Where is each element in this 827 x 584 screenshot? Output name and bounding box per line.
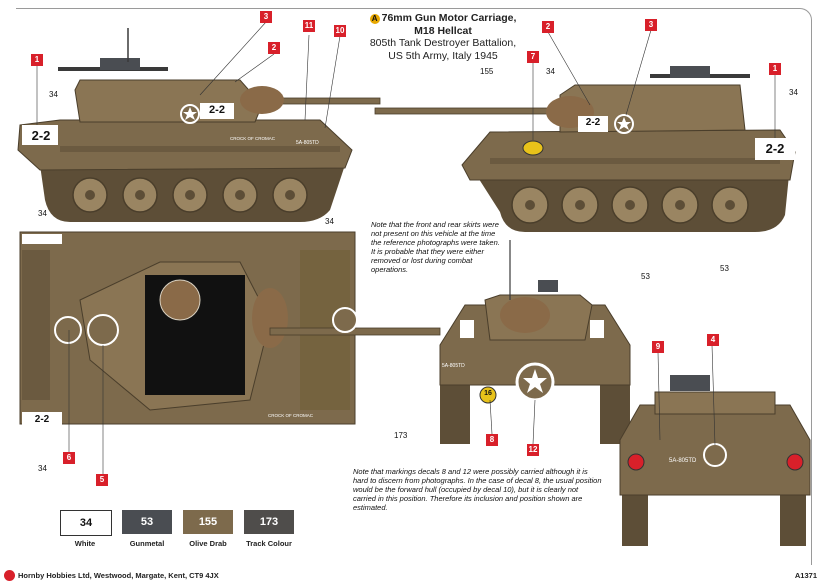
crest-name-top: CROCK OF CROMAC	[268, 413, 313, 418]
paint-ref-34: 34	[325, 217, 334, 226]
hull-number-front-left: 2-2	[31, 128, 51, 143]
title-line-4: US 5th Army, Italy 1945	[388, 49, 498, 62]
callout-decal-10: 10	[334, 25, 346, 37]
callout-decal-7: 7	[527, 51, 539, 63]
callout-decal-9: 9	[652, 341, 664, 353]
callout-decal-12: 12	[527, 444, 539, 456]
callout-decal-6: 6	[63, 452, 75, 464]
note-skirts: Note that the front and rear skirts were…	[371, 220, 500, 274]
paint-ref-34: 34	[38, 209, 47, 218]
paint-ref-155: 155	[480, 67, 494, 76]
paint-ref-173: 173	[394, 431, 408, 440]
callout-decal-3-right: 3	[645, 19, 657, 31]
paint-ref-34: 34	[546, 67, 555, 76]
title-line-1: 76mm Gun Motor Carriage,	[381, 12, 517, 24]
callout-decal-5: 5	[96, 474, 108, 486]
leader-lines	[36, 21, 776, 474]
callout-decal-3-left: 3	[260, 11, 272, 23]
swatch-label-track-colour: Track Colour	[246, 539, 292, 548]
note-decals: Note that markings decals 8 and 12 were …	[353, 467, 602, 512]
swatch-label-white: White	[74, 539, 96, 548]
title-line-3: 805th Tank Destroyer Battalion,	[369, 37, 517, 49]
serial-front: 5A-805TD	[442, 363, 465, 369]
paint-ref-34: 34	[789, 88, 798, 97]
callout-decal-2-left: 2	[268, 42, 280, 54]
swatch-white: 34	[60, 510, 112, 536]
top-view	[19, 231, 441, 426]
callout-decal-8: 8	[486, 434, 498, 446]
turret-number-right: 2-2	[585, 117, 601, 128]
paint-ref-53: 53	[720, 264, 729, 273]
scheme-letter-badge: A	[369, 14, 380, 24]
company-address: Hornby Hobbies Ltd, Westwood, Margate, K…	[18, 571, 219, 580]
callout-decal-1-left: 1	[31, 54, 43, 66]
callout-decal-11: 11	[303, 20, 315, 32]
callout-decal-4: 4	[707, 334, 719, 346]
page-border	[16, 8, 812, 565]
swatch-gunmetal: 53	[122, 510, 172, 534]
serial-rear: 5A-805TD	[669, 458, 697, 464]
turret-number-left: 2-2	[209, 104, 225, 116]
footer: Hornby Hobbies Ltd, Westwood, Margate, K…	[0, 568, 827, 584]
front-view	[439, 240, 631, 444]
swatch-label-gunmetal: Gunmetal	[129, 539, 165, 548]
swatch-track-colour: 173	[244, 510, 294, 534]
callout-decal-1-right: 1	[769, 63, 781, 75]
hull-number-front-right: 2-2	[765, 141, 785, 156]
kit-code: A1371	[794, 571, 817, 580]
paint-ref-34: 34	[49, 90, 58, 99]
right-side-view	[374, 66, 796, 232]
swatch-olive-drab: 155	[183, 510, 233, 534]
crest-name-side: CROCK OF CROMAC	[230, 136, 275, 141]
paint-ref-53: 53	[641, 272, 650, 281]
serial-side: 5A-805TD	[296, 140, 319, 146]
airfix-logo-icon	[4, 570, 15, 581]
rear-view	[619, 375, 811, 546]
left-side-view	[17, 28, 381, 222]
callout-decal-2-right: 2	[542, 21, 554, 33]
swatch-label-olive-drab: Olive Drab	[189, 539, 227, 548]
title-line-2: M18 Hellcat	[414, 24, 472, 37]
vehicle-id-disc: 16	[484, 390, 492, 397]
hull-number-top-view: 2-2	[34, 414, 50, 425]
paint-ref-34: 34	[38, 464, 47, 473]
